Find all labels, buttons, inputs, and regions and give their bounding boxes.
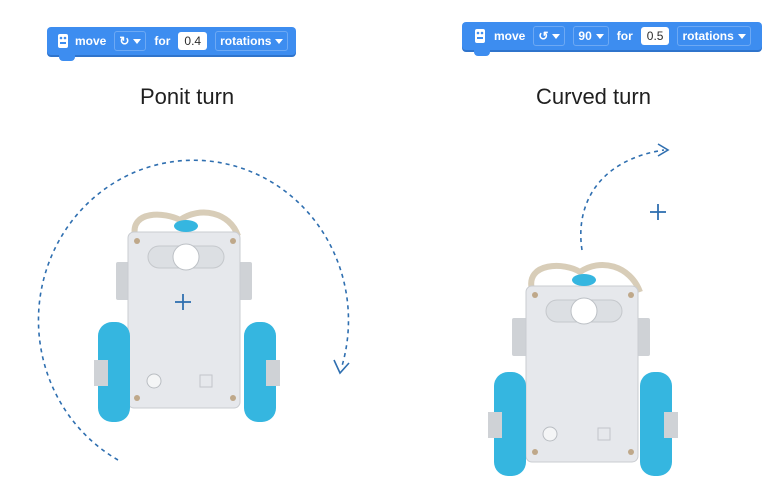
robot-right xyxy=(488,262,678,476)
left-move-block[interactable]: move ↻ for 0.4 rotations xyxy=(47,27,296,61)
turn-right-icon: ↻ xyxy=(119,34,130,48)
move-label: move xyxy=(494,29,526,43)
arrowhead-icon xyxy=(657,143,670,157)
rotations-input[interactable]: 0.4 xyxy=(178,32,208,50)
chevron-down-icon xyxy=(552,33,561,39)
caption-point-turn: Ponit turn xyxy=(140,84,235,109)
robot-icon xyxy=(57,32,69,50)
robot-left xyxy=(94,209,280,422)
chevron-down-icon xyxy=(595,33,604,39)
curved-turn-path xyxy=(580,149,665,251)
direction-dropdown[interactable]: ↺ xyxy=(533,26,566,46)
point-turn-path xyxy=(37,159,350,461)
chevron-down-icon xyxy=(275,38,284,44)
degrees-label: 90 xyxy=(578,29,592,43)
arrowhead-icon xyxy=(333,359,350,375)
right-move-block[interactable]: move ↺ 90 for 0.5 rotations xyxy=(462,22,762,56)
robot-icon xyxy=(472,27,488,45)
move-label: move xyxy=(75,34,107,48)
caption-curved-turn: Curved turn xyxy=(536,84,651,109)
for-label: for xyxy=(616,29,633,43)
turn-left-icon: ↺ xyxy=(538,29,549,43)
chevron-down-icon xyxy=(133,38,142,44)
chevron-down-icon xyxy=(737,33,746,39)
unit-label: rotations xyxy=(682,29,734,43)
unit-label: rotations xyxy=(220,34,272,48)
unit-dropdown[interactable]: rotations xyxy=(215,31,289,51)
unit-dropdown[interactable]: rotations xyxy=(677,26,751,46)
for-label: for xyxy=(154,34,171,48)
direction-dropdown[interactable]: ↻ xyxy=(114,31,147,51)
degrees-dropdown[interactable]: 90 xyxy=(573,26,609,46)
rotations-input[interactable]: 0.5 xyxy=(640,27,670,45)
